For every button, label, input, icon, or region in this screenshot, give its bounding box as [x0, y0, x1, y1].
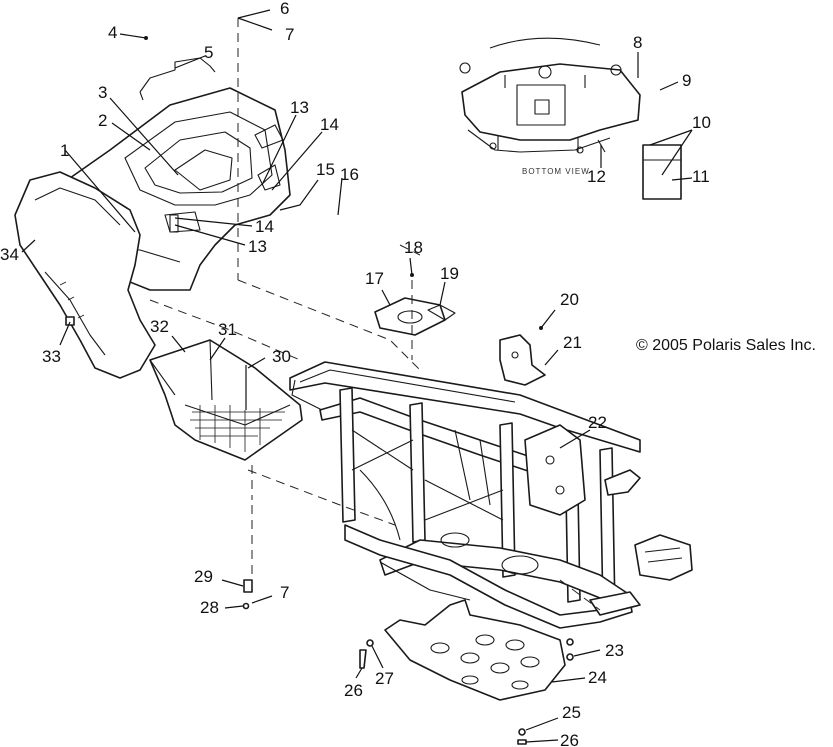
callout-25: 25 [562, 703, 581, 722]
callout-21: 21 [563, 333, 582, 352]
callout-7-bottom: 7 [280, 583, 289, 602]
callout-12: 12 [587, 167, 606, 186]
callout-labels: 1 2 3 4 5 6 7 8 9 10 11 12 13 14 15 16 1… [0, 0, 711, 747]
part-19-pad [427, 304, 456, 321]
callout-2: 2 [98, 111, 107, 130]
callout-3: 3 [98, 83, 107, 102]
part-28-washer [242, 602, 250, 610]
part-25-washer [518, 728, 526, 736]
callout-24: 24 [588, 668, 607, 687]
callout-17: 17 [365, 269, 384, 288]
callout-9: 9 [682, 71, 691, 90]
callout-18: 18 [404, 238, 423, 257]
part-11-reflector [642, 144, 682, 200]
part-34-fender-flap [14, 171, 156, 379]
part-21-bracket [499, 334, 546, 386]
callout-1: 1 [60, 141, 69, 160]
part-33-clip [65, 316, 75, 326]
part-31-footwell [149, 339, 303, 461]
callout-23: 23 [605, 641, 624, 660]
callout-15: 15 [316, 160, 335, 179]
callout-34: 34 [0, 245, 19, 264]
callout-16: 16 [340, 165, 359, 184]
callout-5: 5 [204, 43, 213, 62]
part-29-bushing [243, 579, 253, 593]
callout-10: 10 [692, 113, 711, 132]
callout-33: 33 [42, 347, 61, 366]
frame-assembly [289, 361, 641, 629]
leader-lines [21, 9, 693, 743]
callout-26-bottom: 26 [560, 731, 579, 747]
callout-7-top: 7 [285, 25, 294, 44]
callout-13-mid: 13 [248, 237, 267, 256]
callout-14-top: 14 [320, 115, 339, 134]
part-17-mount [374, 297, 446, 336]
callout-31: 31 [218, 320, 237, 339]
callout-19: 19 [440, 264, 459, 283]
part-13-grommet [169, 214, 179, 233]
copyright-notice: © 2005 Polaris Sales Inc. [636, 337, 816, 354]
callout-4: 4 [108, 23, 117, 42]
bottom-view-note: BOTTOM VIEW [522, 167, 590, 176]
callout-22: 22 [588, 413, 607, 432]
callout-29: 29 [194, 567, 213, 586]
callout-28: 28 [200, 598, 219, 617]
body-panel-upper-right [459, 37, 641, 154]
callout-14-mid: 14 [255, 217, 274, 236]
callout-26-mid: 26 [344, 681, 363, 700]
part-23-nut-upper [566, 638, 574, 646]
callout-11: 11 [692, 167, 710, 186]
assembly-lines [149, 18, 601, 611]
part-23-nut-lower [566, 653, 574, 661]
callout-27: 27 [375, 669, 394, 688]
part-5-latch [139, 57, 216, 101]
callout-20: 20 [560, 290, 579, 309]
part-24-skid-plate [384, 599, 566, 701]
callout-32: 32 [150, 317, 169, 336]
part-27-nut [366, 639, 374, 647]
callout-13-top: 13 [290, 98, 309, 117]
callout-8: 8 [633, 33, 642, 52]
latch-mechanism [634, 534, 693, 581]
callout-6: 6 [280, 0, 289, 18]
callout-30: 30 [272, 347, 291, 366]
part-26-bolt [359, 649, 367, 669]
hardware-small-parts [144, 36, 574, 745]
part-26-bolt-lower [517, 739, 527, 745]
